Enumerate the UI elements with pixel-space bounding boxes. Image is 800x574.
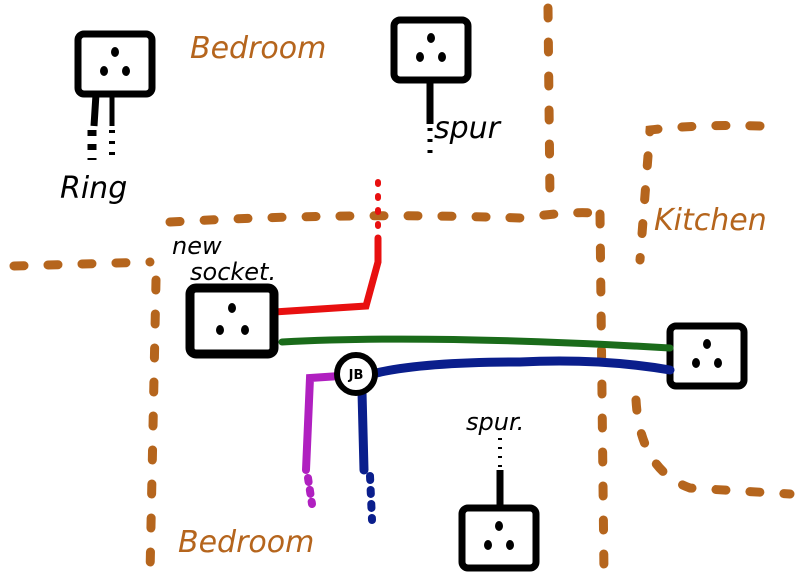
socket-new: [185, 283, 279, 359]
label-new-socket-line2: socket.: [190, 258, 276, 286]
red-cable: [270, 234, 382, 316]
wall-kitchen-bottom: [631, 395, 795, 499]
socket-kitchen: [670, 326, 744, 386]
wall-vertical-right: [595, 209, 609, 574]
socket-icon: [462, 508, 536, 568]
junction-box-label: JB: [348, 368, 364, 383]
junction-box-icon: JB: [334, 352, 378, 396]
wall-kitchen-top: [635, 121, 765, 265]
purple-cable-dots: [304, 474, 316, 508]
walls: [9, 3, 795, 574]
purple-cable: [302, 372, 344, 474]
socket-spur-top: [394, 20, 468, 160]
label-spur-top: spur: [434, 111, 502, 146]
blue-cable: [367, 356, 675, 379]
label-spur-bottom: spur.: [466, 408, 524, 436]
cables: [270, 179, 675, 524]
wall-vertical-center: [543, 3, 555, 205]
socket-spur-bottom: [462, 438, 536, 568]
socket-icon: [78, 34, 152, 94]
socket-icon: [670, 326, 744, 386]
socket-ring: [78, 34, 152, 160]
wall-left-vertical: [145, 275, 161, 574]
wall-left-horizontal: [9, 257, 155, 271]
green-cable: [278, 335, 674, 352]
room-label-bedroom-bottom: Bedroom: [178, 525, 314, 560]
room-label-bedroom-top: Bedroom: [190, 31, 326, 66]
blue-cable-down: [357, 387, 369, 475]
label-new-socket-line1: new: [172, 232, 222, 260]
wall-middle-horizontal: [165, 208, 605, 227]
room-label-kitchen: Kitchen: [654, 203, 767, 238]
label-ring: Ring: [60, 171, 127, 206]
socket-icon: [394, 20, 468, 80]
blue-cable-dots: [366, 472, 376, 524]
